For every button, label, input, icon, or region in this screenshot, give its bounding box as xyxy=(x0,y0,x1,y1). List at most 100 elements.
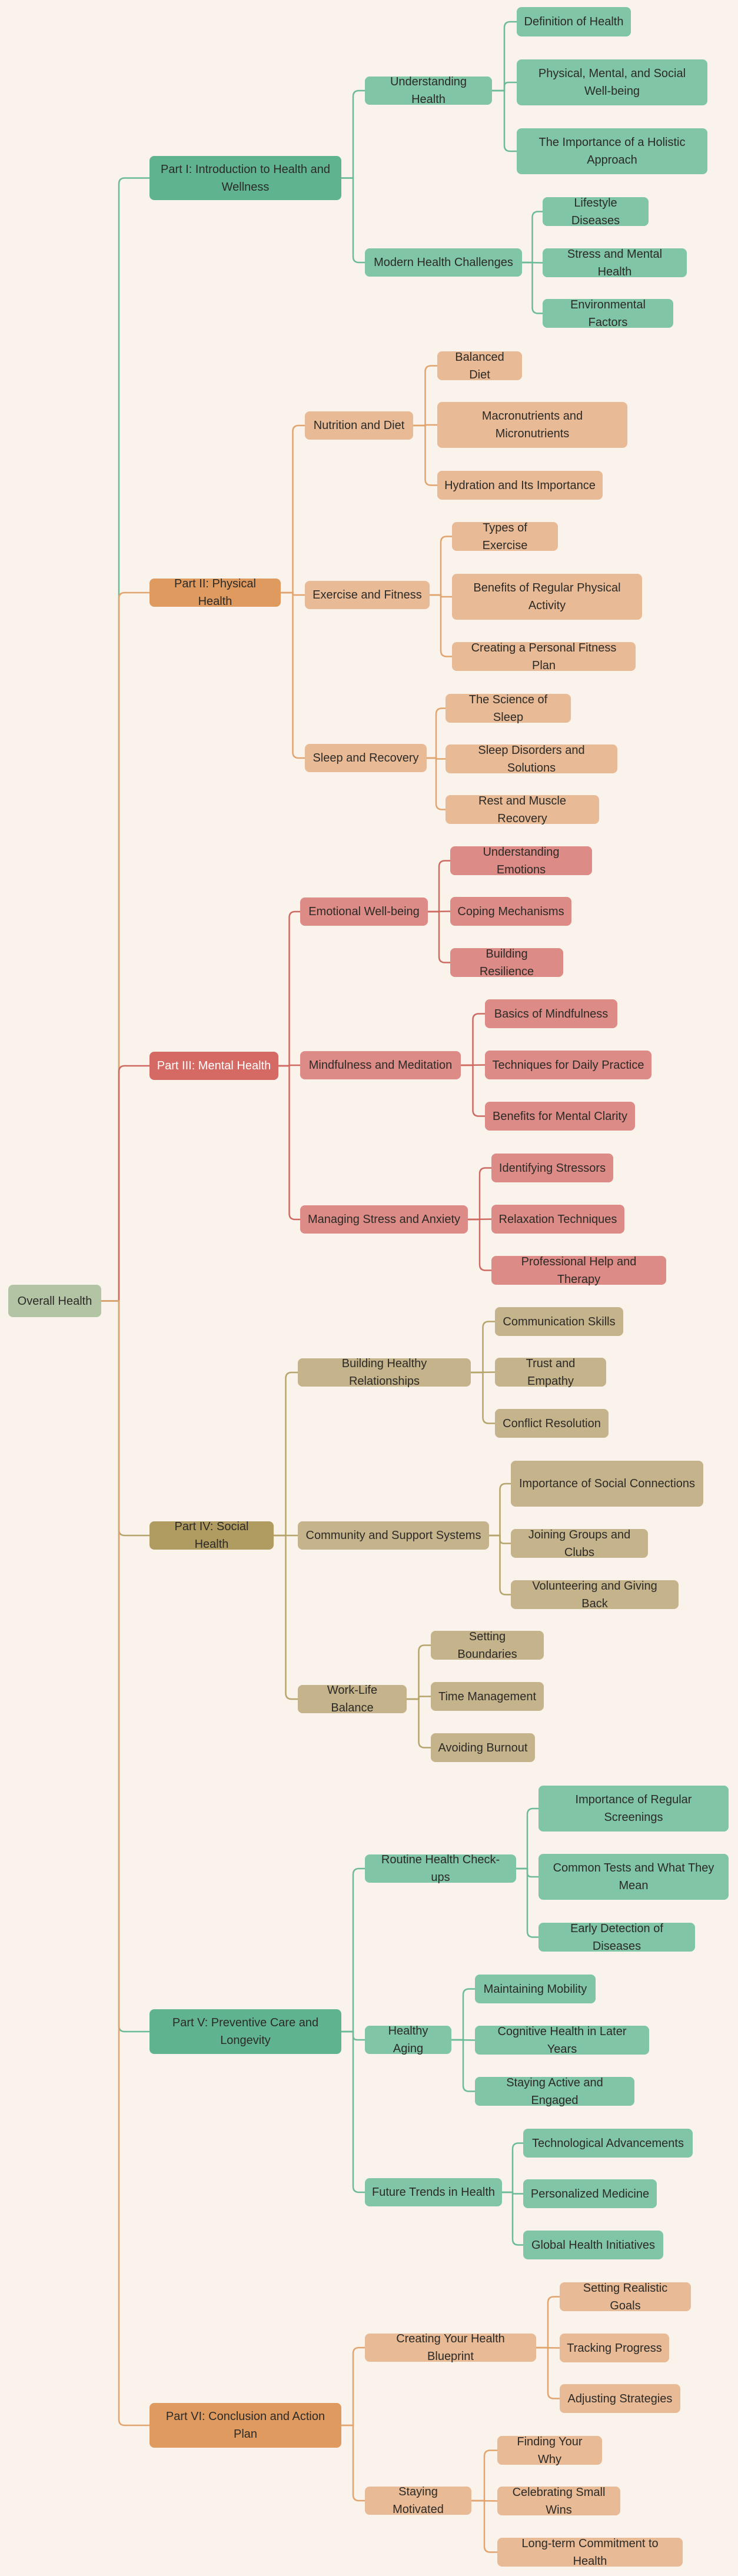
connector-line xyxy=(278,1065,300,1221)
section-node-nutrition-and-diet[interactable]: Nutrition and Diet xyxy=(305,411,413,440)
node-label: Cognitive Health in Later Years xyxy=(497,2025,627,2056)
part-node-part-i-introduction-to-health-and-wellness[interactable]: Part I: Introduction to Health and Welln… xyxy=(149,156,341,200)
topic-node-setting-boundaries[interactable]: Setting Boundaries xyxy=(431,1630,544,1661)
topic-node-coping-mechanisms[interactable]: Coping Mechanisms xyxy=(450,897,571,926)
section-node-modern-health-challenges[interactable]: Modern Health Challenges xyxy=(365,248,522,277)
section-node-staying-motivated[interactable]: Staying Motivated xyxy=(365,2485,471,2516)
section-node-mindfulness-and-meditation[interactable]: Mindfulness and Meditation xyxy=(300,1051,461,1079)
connector-line xyxy=(502,2191,523,2246)
topic-node-rest-and-muscle-recovery[interactable]: Rest and Muscle Recovery xyxy=(446,794,599,825)
topic-node-importance-of-regular-screenings[interactable]: Importance of Regular Screenings xyxy=(538,1786,729,1832)
topic-node-finding-your-why[interactable]: Finding Your Why xyxy=(497,2435,602,2466)
node-label: Trust and Empathy xyxy=(526,1357,576,1388)
section-node-emotional-well-being[interactable]: Emotional Well-being xyxy=(300,898,428,926)
topic-node-technological-advancements[interactable]: Technological Advancements xyxy=(523,2129,693,2158)
node-label: Routine Health Check-ups xyxy=(381,1853,500,1884)
topic-node-conflict-resolution[interactable]: Conflict Resolution xyxy=(495,1409,609,1438)
section-node-routine-health-check-ups[interactable]: Routine Health Check-ups xyxy=(365,1853,516,1884)
node-label: Community and Support Systems xyxy=(305,1529,481,1542)
section-node-community-and-support-systems[interactable]: Community and Support Systems xyxy=(298,1521,489,1550)
part-node-part-vi-conclusion-and-action-plan[interactable]: Part VI: Conclusion and Action Plan xyxy=(149,2403,341,2448)
node-label: Setting Realistic Goals xyxy=(583,2281,668,2312)
node-label: Rest and Muscle Recovery xyxy=(478,794,566,825)
node-label: Hydration and Its Importance xyxy=(444,478,596,492)
topic-node-volunteering-and-giving-back[interactable]: Volunteering and Giving Back xyxy=(511,1580,679,1610)
topic-node-stress-and-mental-health[interactable]: Stress and Mental Health xyxy=(543,248,687,278)
topic-node-sleep-disorders-and-solutions[interactable]: Sleep Disorders and Solutions xyxy=(446,744,617,775)
node-label: Finding Your Why xyxy=(517,2435,583,2466)
section-node-work-life-balance[interactable]: Work-Life Balance xyxy=(298,1684,407,1714)
node-label: Part V: Preventive Care and Longevity xyxy=(172,2016,319,2047)
topic-node-maintaining-mobility[interactable]: Maintaining Mobility xyxy=(475,1975,596,2003)
connector-line xyxy=(341,177,365,264)
topic-node-staying-active-and-engaged[interactable]: Staying Active and Engaged xyxy=(475,2076,634,2107)
topic-node-balanced-diet[interactable]: Balanced Diet xyxy=(437,351,522,381)
node-label: Environmental Factors xyxy=(570,298,646,329)
node-label: Staying Active and Engaged xyxy=(506,2076,603,2107)
topic-node-time-management[interactable]: Time Management xyxy=(431,1682,544,1711)
topic-node-global-health-initiatives[interactable]: Global Health Initiatives xyxy=(523,2231,663,2259)
node-label: Maintaining Mobility xyxy=(483,1982,587,1996)
topic-node-the-importance-of-a-holistic-approach[interactable]: The Importance of a Holistic Approach xyxy=(517,128,707,174)
connector-line xyxy=(471,1371,495,1424)
topic-node-early-detection-of-diseases[interactable]: Early Detection of Diseases xyxy=(538,1922,695,1953)
topic-node-techniques-for-daily-practice[interactable]: Techniques for Daily Practice xyxy=(485,1051,651,1079)
topic-node-setting-realistic-goals[interactable]: Setting Realistic Goals xyxy=(560,2282,691,2312)
topic-node-avoiding-burnout[interactable]: Avoiding Burnout xyxy=(431,1733,535,1762)
topic-node-relaxation-techniques[interactable]: Relaxation Techniques xyxy=(491,1205,624,1234)
connector-line xyxy=(492,21,517,92)
node-label: Part II: Physical Health xyxy=(174,577,256,608)
section-node-managing-stress-and-anxiety[interactable]: Managing Stress and Anxiety xyxy=(300,1205,468,1234)
topic-node-understanding-emotions[interactable]: Understanding Emotions xyxy=(450,846,592,876)
topic-node-basics-of-mindfulness[interactable]: Basics of Mindfulness xyxy=(485,999,617,1028)
topic-node-the-science-of-sleep[interactable]: The Science of Sleep xyxy=(446,693,571,724)
topic-node-communication-skills[interactable]: Communication Skills xyxy=(495,1307,623,1336)
node-label: Communication Skills xyxy=(503,1315,616,1328)
topic-node-hydration-and-its-importance[interactable]: Hydration and Its Importance xyxy=(437,471,603,500)
section-node-creating-your-health-blueprint[interactable]: Creating Your Health Blueprint xyxy=(365,2332,536,2363)
part-node-part-iii-mental-health[interactable]: Part III: Mental Health xyxy=(149,1052,278,1080)
section-node-building-healthy-relationships[interactable]: Building Healthy Relationships xyxy=(298,1357,471,1388)
topic-node-cognitive-health-in-later-years[interactable]: Cognitive Health in Later Years xyxy=(475,2025,649,2056)
topic-node-adjusting-strategies[interactable]: Adjusting Strategies xyxy=(560,2384,680,2413)
topic-node-types-of-exercise[interactable]: Types of Exercise xyxy=(452,521,558,552)
node-label: Creating a Personal Fitness Plan xyxy=(471,641,617,672)
part-node-part-ii-physical-health[interactable]: Part II: Physical Health xyxy=(149,577,281,608)
topic-node-environmental-factors[interactable]: Environmental Factors xyxy=(543,298,673,329)
root-node-overall-health[interactable]: Overall Health xyxy=(8,1285,101,1317)
topic-node-building-resilience[interactable]: Building Resilience xyxy=(450,948,563,978)
topic-node-tracking-progress[interactable]: Tracking Progress xyxy=(560,2334,669,2362)
connector-line xyxy=(489,1534,511,1596)
part-node-part-v-preventive-care-and-longevity[interactable]: Part V: Preventive Care and Longevity xyxy=(149,2009,341,2054)
topic-node-benefits-of-regular-physical-activity[interactable]: Benefits of Regular Physical Activity xyxy=(452,574,642,620)
connector-line xyxy=(341,1867,365,2033)
topic-node-identifying-stressors[interactable]: Identifying Stressors xyxy=(491,1154,613,1182)
topic-node-professional-help-and-therapy[interactable]: Professional Help and Therapy xyxy=(491,1255,666,1286)
topic-node-importance-of-social-connections[interactable]: Importance of Social Connections xyxy=(511,1461,703,1507)
node-label: Creating Your Health Blueprint xyxy=(396,2332,505,2363)
topic-node-definition-of-health[interactable]: Definition of Health xyxy=(517,7,631,36)
topic-node-joining-groups-and-clubs[interactable]: Joining Groups and Clubs xyxy=(511,1528,648,1559)
topic-node-creating-a-personal-fitness-plan[interactable]: Creating a Personal Fitness Plan xyxy=(452,641,636,672)
section-node-understanding-health[interactable]: Understanding Health xyxy=(365,75,492,106)
topic-node-trust-and-empathy[interactable]: Trust and Empathy xyxy=(495,1357,606,1388)
topic-node-personalized-medicine[interactable]: Personalized Medicine xyxy=(523,2179,657,2208)
part-node-part-iv-social-health[interactable]: Part IV: Social Health xyxy=(149,1520,274,1551)
topic-node-benefits-for-mental-clarity[interactable]: Benefits for Mental Clarity xyxy=(485,1102,635,1131)
section-node-healthy-aging[interactable]: Healthy Aging xyxy=(365,2025,451,2055)
section-node-sleep-and-recovery[interactable]: Sleep and Recovery xyxy=(305,744,427,772)
connector-line xyxy=(522,261,543,314)
node-label: Long-term Commitment to Health xyxy=(521,2537,659,2568)
section-node-future-trends-in-health[interactable]: Future Trends in Health xyxy=(365,2178,502,2206)
topic-node-common-tests-and-what-they-mean[interactable]: Common Tests and What They Mean xyxy=(538,1854,729,1900)
node-label: Building Healthy Relationships xyxy=(341,1357,427,1388)
topic-node-macronutrients-and-micronutrients[interactable]: Macronutrients and Micronutrients xyxy=(437,402,627,448)
topic-node-long-term-commitment-to-health[interactable]: Long-term Commitment to Health xyxy=(497,2537,683,2568)
node-label: Techniques for Daily Practice xyxy=(492,1058,644,1072)
topic-node-celebrating-small-wins[interactable]: Celebrating Small Wins xyxy=(497,2486,620,2517)
topic-node-physical-mental-and-social-well-being[interactable]: Physical, Mental, and Social Well-being xyxy=(517,59,707,105)
node-label: Adjusting Strategies xyxy=(567,2392,673,2405)
section-node-exercise-and-fitness[interactable]: Exercise and Fitness xyxy=(305,581,430,609)
connector-line xyxy=(451,1988,475,2041)
topic-node-lifestyle-diseases[interactable]: Lifestyle Diseases xyxy=(543,197,649,227)
